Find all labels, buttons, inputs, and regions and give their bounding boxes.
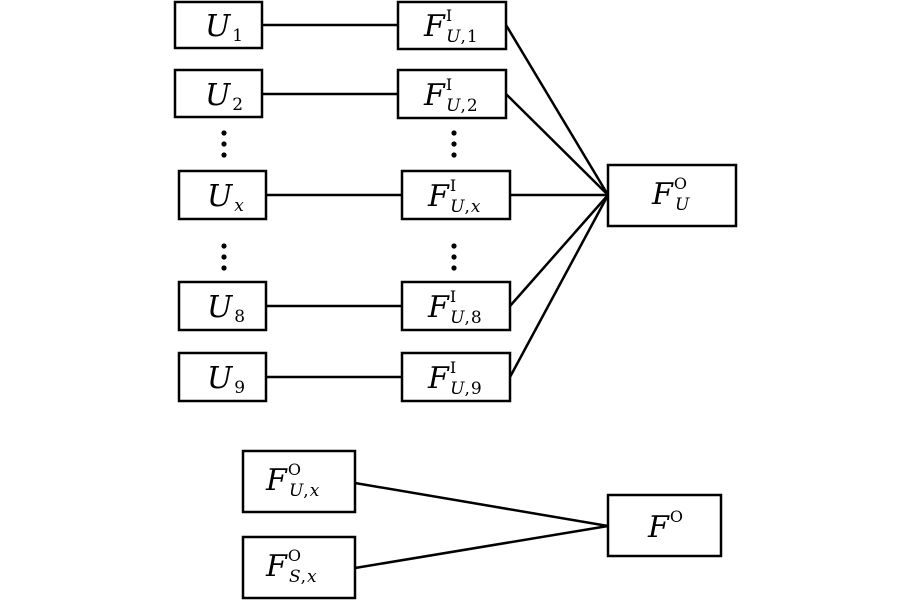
svg-text:FOU,x: FOU,x: [265, 460, 320, 501]
edge-fi8-fuo: [509, 194, 609, 307]
edge-fi2-fuo: [505, 93, 609, 196]
svg-text:FO: FO: [647, 507, 683, 545]
svg-text:FOS,x: FOS,x: [265, 546, 317, 587]
ellipsis-left-upper: [221, 130, 227, 158]
ellipsis-middle-lower: [451, 243, 457, 271]
ellipsis-left-lower: [221, 243, 227, 271]
edge-fi9-fuo: [508, 194, 610, 378]
svg-text:FIU,2: FIU,2: [423, 75, 478, 116]
svg-text:U9: U9: [207, 361, 245, 398]
edge-fuox-fo: [354, 481, 609, 528]
svg-text:FOU: FOU: [651, 174, 690, 215]
edge-fi1-fuo: [504, 24, 610, 196]
svg-text:U8: U8: [207, 290, 245, 327]
svg-text:FIU,x: FIU,x: [427, 176, 481, 217]
svg-text:FIU,1: FIU,1: [423, 6, 478, 47]
svg-text:FIU,9: FIU,9: [427, 358, 482, 399]
edge-fsox-fo: [354, 524, 609, 570]
svg-text:U2: U2: [205, 78, 243, 115]
svg-text:U1: U1: [205, 9, 243, 46]
svg-text:FIU,8: FIU,8: [427, 287, 482, 328]
svg-text:Ux: Ux: [207, 179, 244, 216]
node-fo: FO: [606, 493, 723, 558]
ellipsis-middle-upper: [451, 130, 457, 158]
